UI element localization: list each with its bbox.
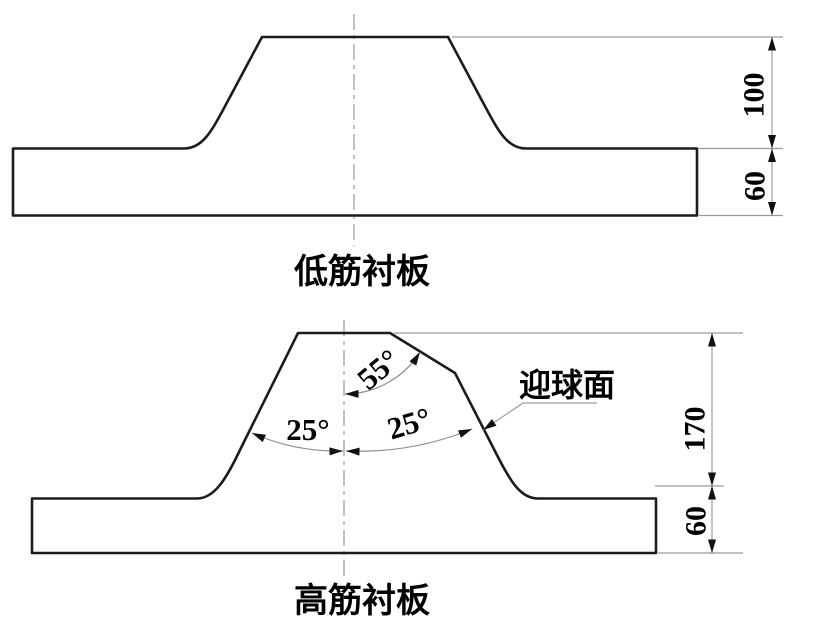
dimension-value-base-thickness: 60 [680,506,713,536]
view-title-low-rib: 低筋衬板 [294,253,430,291]
dimension-value-rib-height: 170 [679,407,712,452]
angle-arc-25-left [251,432,344,456]
callout-label-ball-facing-surface: 迎球面 [519,367,615,403]
angle-arc-25-right [345,428,473,456]
angle-value-top-chamfer: 55° [350,342,406,397]
angle-value-left-slope: 25° [286,412,329,447]
high-rib-plate-outline [30,331,658,555]
angle-arc-55 [344,351,421,398]
callout-leader-line [482,402,597,431]
high-rib-plate-view: 170 60 55° 25° 25° 迎球面 高筋衬板 [30,320,743,620]
low-rib-plate-outline [11,35,699,217]
dimension-value-rib-height: 100 [738,73,771,118]
view-title-high-rib: 高筋衬板 [294,582,430,620]
angle-value-right-slope: 25° [383,400,435,446]
low-rib-plate-view: 100 60 低筋衬板 [11,14,783,291]
dimension-value-base-thickness: 60 [739,171,772,201]
